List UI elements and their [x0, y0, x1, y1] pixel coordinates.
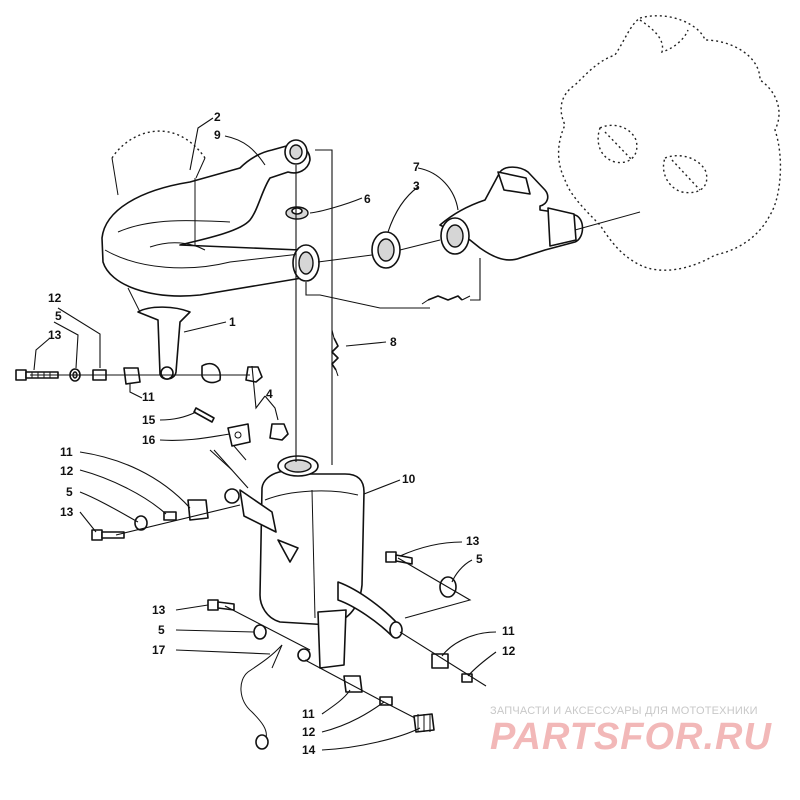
- callout-3: 3: [413, 179, 420, 193]
- engine-outline: [557, 15, 782, 271]
- callout-7: 7: [413, 160, 420, 174]
- callout-11-right: 11: [502, 624, 515, 638]
- callout-leaders: [33, 117, 497, 751]
- callout-6: 6: [364, 192, 371, 206]
- callout-12-left: 12: [60, 464, 74, 478]
- muffler: [224, 455, 403, 669]
- callout-1: 1: [229, 315, 236, 329]
- gasket-ring: [371, 231, 401, 269]
- callout-16: 16: [142, 433, 156, 447]
- callout-2: 2: [214, 110, 221, 124]
- callout-5-upper: 5: [55, 309, 62, 323]
- callout-11-left: 11: [60, 445, 73, 459]
- callout-8: 8: [390, 335, 397, 349]
- callout-13-left: 13: [60, 505, 74, 519]
- callout-13-upper: 13: [48, 328, 62, 342]
- callout-13-right: 13: [466, 534, 480, 548]
- callout-12-right: 12: [502, 644, 516, 658]
- callout-10: 10: [402, 472, 416, 486]
- watermark-tagline: ЗАПЧАСТИ И АКСЕССУАРЫ ДЛЯ МОТОТЕХНИКИ: [490, 705, 758, 717]
- callout-11-bottom: 11: [302, 707, 315, 721]
- callout-labels: 1 2 3 4 5 5 5 5 6 7 8 9 10 11 11 11 11 1…: [48, 110, 516, 757]
- callout-5-bottom: 5: [158, 623, 165, 637]
- ground-wire: [240, 644, 283, 750]
- callout-12-upper: 12: [48, 291, 62, 305]
- exhaust-manifold: [439, 166, 641, 261]
- callout-14: 14: [302, 743, 316, 757]
- callout-17: 17: [152, 643, 166, 657]
- exhaust-pipe: [101, 139, 320, 297]
- callout-5-left: 5: [66, 485, 73, 499]
- mounting-bracket: [127, 287, 191, 380]
- callout-12-bottom: 12: [302, 725, 316, 739]
- callout-5-right: 5: [476, 552, 483, 566]
- callout-9: 9: [214, 128, 221, 142]
- guide-lines: [30, 149, 487, 719]
- callout-15: 15: [142, 413, 156, 427]
- callout-13-bottom: 13: [152, 603, 166, 617]
- springs: [331, 295, 471, 377]
- watermark-logo: PARTSFOR.RU: [490, 716, 772, 758]
- callout-4: 4: [266, 387, 273, 401]
- grommet: [285, 206, 309, 220]
- pin-and-plate: [193, 407, 251, 461]
- callout-11-upper: 11: [142, 390, 155, 404]
